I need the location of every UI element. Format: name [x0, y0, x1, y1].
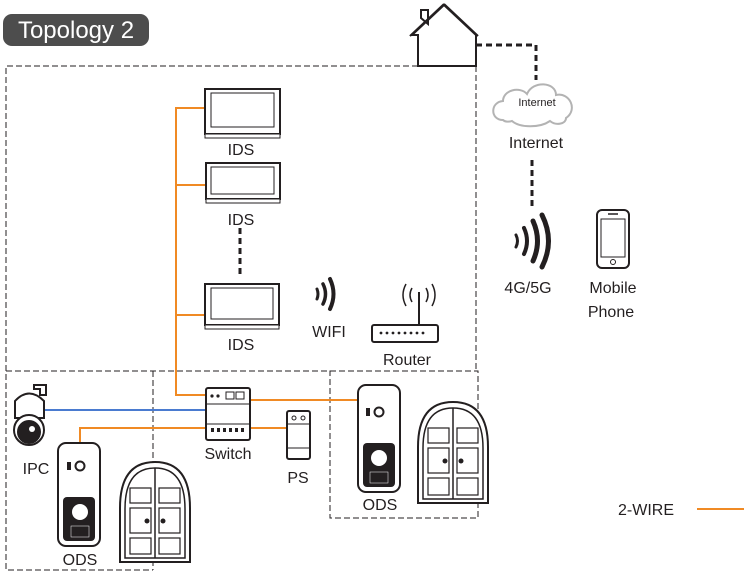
- diagram-title: Topology 2: [18, 17, 134, 44]
- internet-links: [238, 43, 538, 278]
- mobile-phone-icon: [596, 209, 630, 269]
- power-supply-icon: [286, 410, 311, 460]
- ids-2-label: IDS: [228, 212, 255, 229]
- house-to-cloud-link: [476, 43, 538, 80]
- house-icon: [409, 3, 479, 67]
- wifi-label: WIFI: [312, 324, 346, 341]
- router-label: Router: [383, 352, 432, 369]
- internet-label: Internet: [509, 135, 564, 152]
- network-label: 4G/5G: [504, 280, 551, 297]
- ods-left-label: ODS: [63, 552, 98, 569]
- ods-left-device: [57, 442, 101, 547]
- switch-label: Switch: [204, 446, 251, 463]
- legend-2wire-label: 2-WIRE: [618, 502, 674, 519]
- ids-1-label: IDS: [228, 142, 255, 159]
- ipc-camera-icon: [13, 384, 47, 446]
- mobile-label-line1: Mobile: [589, 280, 636, 297]
- ods-right-device: [357, 384, 401, 493]
- cloud-label: Internet: [518, 97, 555, 109]
- mobile-label-line2: Phone: [588, 304, 634, 321]
- bus-to-left-ods: [79, 427, 206, 443]
- ids-monitor-3: [204, 283, 280, 330]
- router-icon: [371, 283, 439, 343]
- ids-monitor-1: [204, 88, 281, 139]
- ids-3-label: IDS: [228, 337, 255, 354]
- wifi-signal-icon: [315, 277, 336, 311]
- ids-monitor-2: [205, 162, 281, 204]
- door-right-icon: [417, 400, 489, 504]
- ids-bus-top: [175, 107, 206, 396]
- ipc-label: IPC: [23, 461, 50, 478]
- internet-cloud-icon: Internet: [492, 83, 573, 128]
- two-wire-bus: [79, 107, 358, 443]
- ods-right-label: ODS: [363, 497, 398, 514]
- switch-icon: [205, 387, 251, 441]
- ps-label: PS: [287, 470, 308, 487]
- legend: 2-WIRE: [618, 502, 744, 519]
- cellular-signal-icon: [514, 212, 551, 270]
- title-badge: Topology 2: [3, 14, 149, 46]
- door-left-icon: [119, 460, 191, 563]
